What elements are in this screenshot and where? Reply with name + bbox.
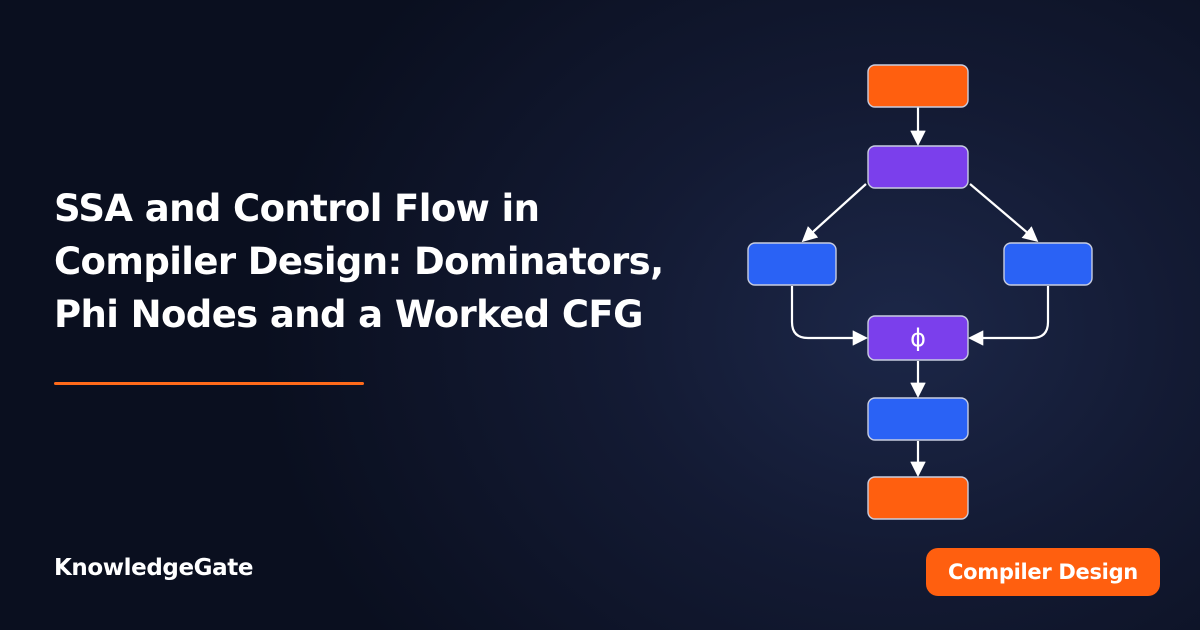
- cfg-node-after-phi: [867, 397, 969, 441]
- title-line-2: Compiler Design: Dominators,: [54, 240, 664, 283]
- brand-logo-text: KnowledgeGate: [54, 555, 254, 581]
- title-line-3: Phi Nodes and a Worked CFG: [54, 293, 643, 336]
- cfg-node-branch: [867, 145, 969, 189]
- edge-branch-to-right: [969, 183, 1039, 242]
- phi-symbol: ϕ: [910, 324, 926, 352]
- cfg-node-right: [1003, 242, 1093, 286]
- page-title: SSA and Control Flow in Compiler Design:…: [54, 182, 714, 341]
- cfg-node-left: [747, 242, 837, 286]
- edge-right-to-phi: [967, 286, 1050, 346]
- accent-divider: [54, 382, 364, 385]
- category-badge: Compiler Design: [926, 548, 1160, 596]
- cfg-node-entry: [867, 64, 969, 108]
- edge-branch-to-left: [801, 183, 867, 243]
- cfg-node-exit: [867, 476, 969, 520]
- edge-left-to-phi: [790, 286, 869, 346]
- cfg-node-phi: [867, 315, 969, 361]
- title-line-1: SSA and Control Flow in: [54, 187, 540, 230]
